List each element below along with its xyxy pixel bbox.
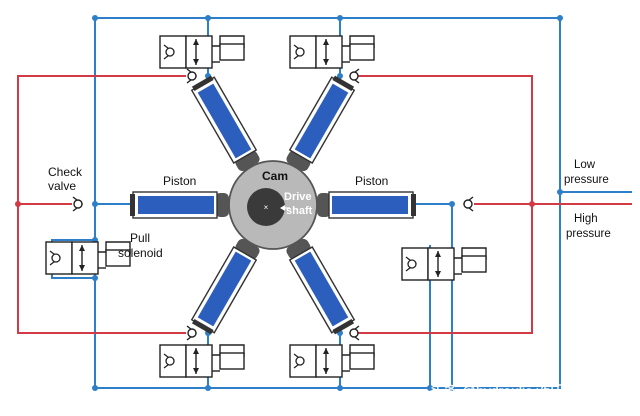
junction-dot: [337, 73, 343, 79]
solenoid-valve-bottom-left: [159, 344, 245, 378]
label-cam: Cam: [262, 169, 288, 183]
junction-dot: [449, 385, 455, 391]
piston-rod: [197, 251, 252, 327]
junction-dot: [205, 385, 211, 391]
junction-dot: [337, 15, 343, 21]
junction-dot: [92, 385, 98, 391]
piston-roller: [286, 150, 311, 172]
piston-roller: [235, 150, 260, 172]
junction-dot: [557, 189, 563, 195]
piston-roller: [317, 193, 331, 217]
label-drive-shaft-line2: shaft: [286, 205, 313, 217]
check-valve-icon: [348, 68, 360, 84]
drive-shaft-arrowhead: [280, 205, 285, 211]
junction-dot: [92, 15, 98, 21]
piston-rod: [294, 83, 349, 159]
piston-endcap: [191, 319, 214, 335]
label-piston-right: Piston: [355, 174, 388, 188]
label-pull-solenoid-line1: Pull: [130, 231, 150, 245]
piston-rod: [138, 196, 214, 214]
label-pull-solenoid-line2: solenoid: [118, 246, 163, 260]
check-valve-icon: [348, 325, 360, 341]
piston-roller: [286, 238, 311, 260]
junction-dot: [449, 201, 455, 207]
piston-left: [130, 191, 229, 219]
piston-rod: [197, 83, 252, 159]
check-valve-icon: [186, 68, 198, 84]
solenoid-valve-bottom-right: [289, 344, 375, 378]
label-check-valve-line2: valve: [48, 179, 76, 193]
check-valve-icon: [72, 196, 84, 212]
check-valve-icon: [186, 325, 198, 341]
junction-dot: [337, 385, 343, 391]
junction-dot: [557, 15, 563, 21]
labels: Check valve Piston Piston Pull solenoid …: [48, 159, 611, 260]
piston-roller: [215, 193, 229, 217]
label-high-pressure-line2: pressure: [566, 228, 611, 240]
piston-bottom-right: [286, 238, 356, 335]
piston-endcap: [130, 194, 135, 216]
junction-dot: [92, 201, 98, 207]
cam: ×: [228, 160, 318, 250]
piston-right: [317, 191, 416, 219]
drive-shaft-center-mark: ×: [264, 203, 269, 212]
label-low-pressure-line1: Low: [574, 159, 596, 171]
piston-rod: [332, 196, 408, 214]
low-line-right-valve: [410, 203, 453, 388]
piston-endcap: [191, 75, 214, 91]
junction-dot: [92, 275, 98, 281]
label-check-valve-line1: Check: [48, 165, 83, 179]
piston-endcap: [332, 75, 355, 91]
junction-dot: [205, 15, 211, 21]
pistons: [130, 75, 416, 335]
piston-endcap: [332, 319, 355, 335]
drive-shaft-hub: [247, 188, 285, 226]
piston-roller: [235, 238, 260, 260]
junction-dot: [15, 201, 21, 207]
piston-endcap: [411, 194, 416, 216]
junction-dot: [427, 385, 433, 391]
check-valve-icon: [462, 196, 474, 212]
solenoid-valve-top-left: [159, 35, 245, 69]
label-piston-left: Piston: [163, 174, 196, 188]
solenoid-valve-right: [401, 247, 487, 281]
junction-dots: [15, 15, 563, 391]
check-valves: [72, 68, 474, 341]
piston-top-left: [190, 75, 260, 172]
watermark: 头条 @hydraulic 液压测试台: [430, 383, 606, 399]
piston-bottom-left: [190, 238, 260, 335]
label-low-pressure-line2: pressure: [564, 174, 609, 186]
label-high-pressure-line1: High: [574, 213, 598, 225]
watermark-text: 头条 @hydraulic 液压测试台: [430, 383, 606, 399]
junction-dot: [529, 201, 535, 207]
piston-rod: [294, 251, 349, 327]
label-drive-shaft-line1: Drive: [284, 191, 312, 203]
solenoid-valve-top-right: [289, 35, 375, 69]
piston-top-right: [286, 75, 356, 172]
